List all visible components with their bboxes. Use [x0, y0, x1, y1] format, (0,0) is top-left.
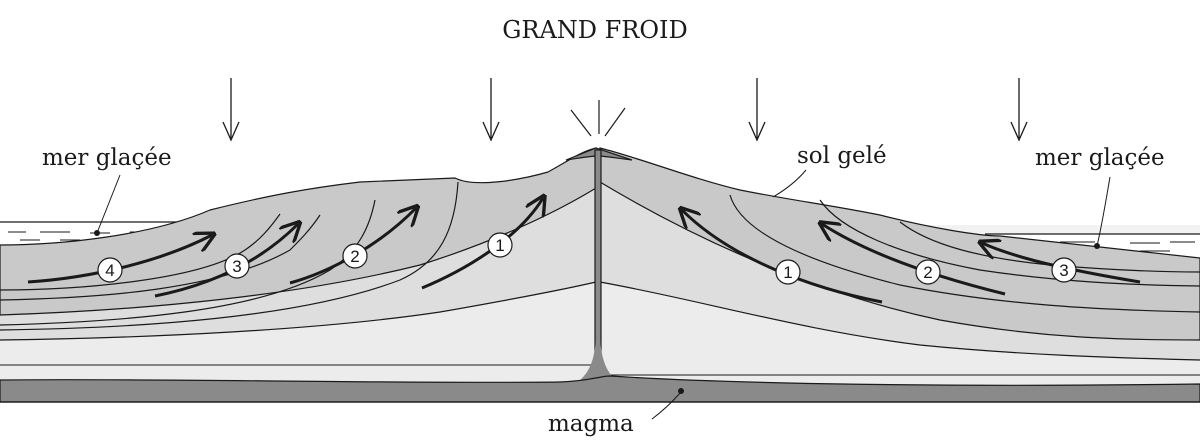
flow-arrow-2-right: [822, 224, 1006, 296]
svg-text:3: 3: [1059, 261, 1068, 280]
flow-badges: 4 3 2 1 1 2 3: [97, 232, 1077, 285]
svg-text:3: 3: [232, 257, 241, 276]
title: GRAND FROID: [502, 16, 688, 44]
badge-left-1: 1: [487, 232, 513, 258]
crust-left: [0, 147, 597, 396]
svg-text:4: 4: [105, 261, 114, 280]
down-arrow-icon: [748, 78, 766, 142]
svg-text:1: 1: [495, 236, 504, 255]
label-frozen-ground: sol gelé: [797, 143, 887, 169]
svg-text:2: 2: [350, 247, 359, 266]
magma-layer: [0, 375, 1200, 403]
eruption-rays-icon: [570, 100, 626, 137]
label-sea-right: mer glaçée: [1035, 145, 1165, 171]
leader-magma: [651, 388, 684, 420]
down-arrow-icon: [222, 78, 240, 142]
crust-layer-low-right: [600, 282, 1200, 395]
down-arrow-icon: [1010, 78, 1028, 142]
badge-left-3: 3: [224, 253, 250, 279]
label-magma: magma: [548, 411, 634, 437]
badge-right-3: 3: [1051, 257, 1077, 283]
badge-right-2: 2: [915, 259, 941, 285]
leader-sea-left: [94, 174, 121, 236]
flow-arrow-4: [27, 235, 212, 284]
svg-text:2: 2: [923, 263, 932, 282]
badge-left-2: 2: [342, 243, 368, 269]
cold-arrows: [222, 78, 1028, 142]
crust-right: [599, 147, 1200, 396]
leader-sea-right: [1094, 176, 1111, 249]
flow-arrow-1-right: [682, 210, 883, 304]
svg-text:1: 1: [783, 263, 792, 282]
crust-layer-low-left: [0, 282, 596, 395]
down-arrow-icon: [482, 78, 500, 142]
badge-right-1: 1: [775, 259, 801, 285]
badge-left-4: 4: [97, 257, 123, 283]
label-sea-left: mer glaçée: [42, 145, 172, 171]
leader-frozen-ground: [772, 169, 807, 198]
